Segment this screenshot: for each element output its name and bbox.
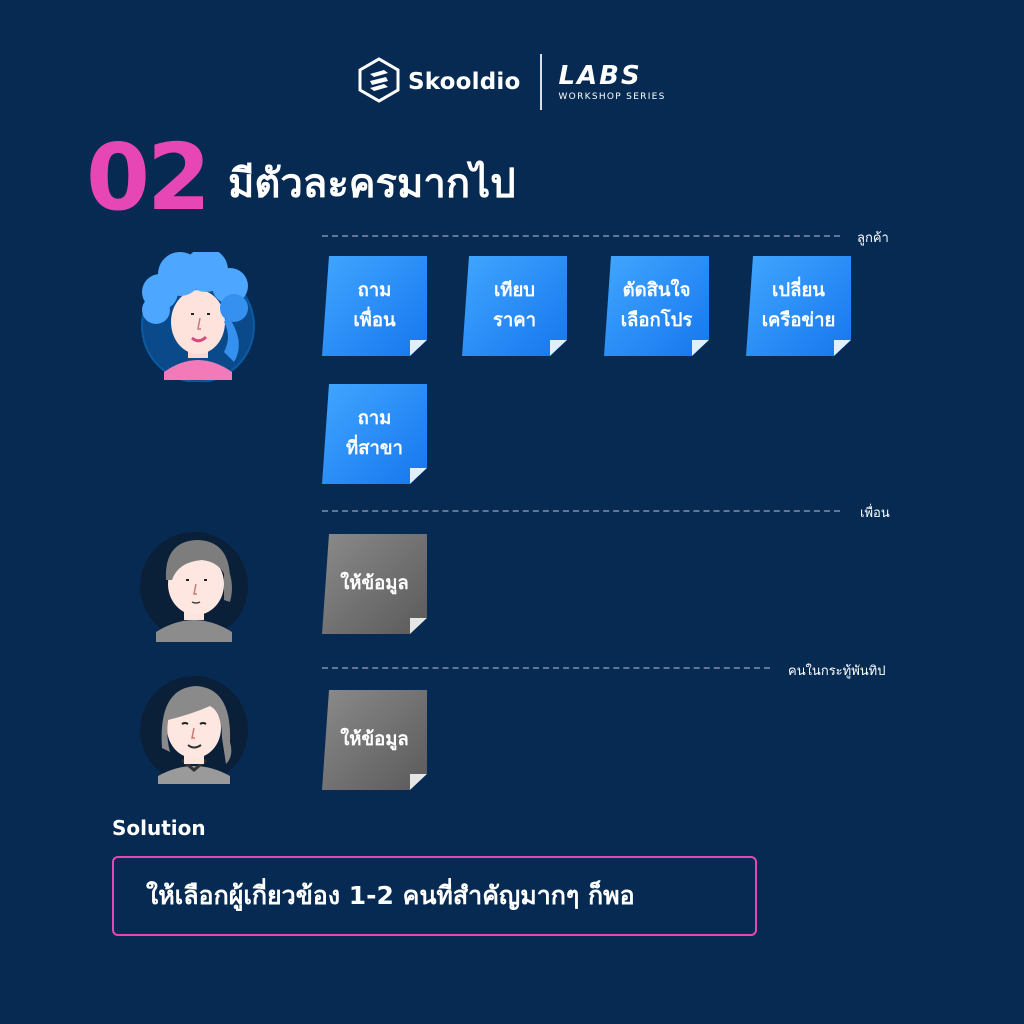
logo-divider	[540, 54, 543, 110]
friend-avatar-icon	[138, 520, 248, 642]
note-text: ให้ข้อมูล	[340, 573, 409, 594]
sticky-note-forum-info: ให้ข้อมูล	[322, 690, 427, 790]
sticky-note-compare-price: เทียบ ราคา	[462, 256, 567, 356]
forum-user-avatar-icon	[138, 668, 248, 784]
sticky-note-choose-promo: ตัดสินใจ เลือกโปร	[604, 256, 709, 356]
note-text: ตัดสินใจ เลือกโปร	[620, 280, 693, 331]
labs-subtitle: WORKSHOP SERIES	[558, 91, 666, 102]
sticky-note-ask-branch: ถาม ที่สาขา	[322, 384, 427, 484]
brand-name: Skooldio	[408, 69, 521, 95]
note-text: ถาม เพื่อน	[353, 280, 396, 331]
section-label-customer: ลูกค้า	[857, 231, 889, 246]
solution-box: ให้เลือกผู้เกี่ยวข้อง 1-2 คนที่สำคัญมากๆ…	[112, 856, 757, 936]
solution-text: ให้เลือกผู้เกี่ยวข้อง 1-2 คนที่สำคัญมากๆ…	[146, 881, 635, 910]
section-divider-friend	[322, 510, 840, 512]
section-label-friend: เพื่อน	[860, 506, 890, 521]
section-label-forum: คนในกระทู้พันทิป	[788, 664, 886, 679]
header-logos: Skooldio LABS WORKSHOP SERIES	[356, 52, 666, 112]
labs-logo: LABS WORKSHOP SERIES	[558, 63, 665, 102]
note-text: เทียบ ราคา	[492, 280, 537, 331]
note-text: ถาม ที่สาขา	[346, 408, 403, 459]
customer-avatar-icon	[136, 248, 255, 383]
note-text: ให้ข้อมูล	[340, 729, 409, 750]
skooldio-logo-icon	[356, 57, 402, 107]
page-title: มีตัวละครมากไป	[228, 161, 516, 207]
solution-label: Solution	[112, 816, 206, 840]
labs-title: LABS	[558, 60, 642, 91]
title-number: 02	[86, 124, 211, 231]
sticky-note-ask-friend: ถาม เพื่อน	[322, 256, 427, 356]
sticky-note-friend-info: ให้ข้อมูล	[322, 534, 427, 634]
sticky-note-switch-network: เปลี่ยน เครือข่าย	[746, 256, 851, 356]
section-divider-forum	[322, 667, 770, 669]
note-text: เปลี่ยน เครือข่าย	[761, 280, 836, 331]
section-divider-customer	[322, 235, 840, 237]
